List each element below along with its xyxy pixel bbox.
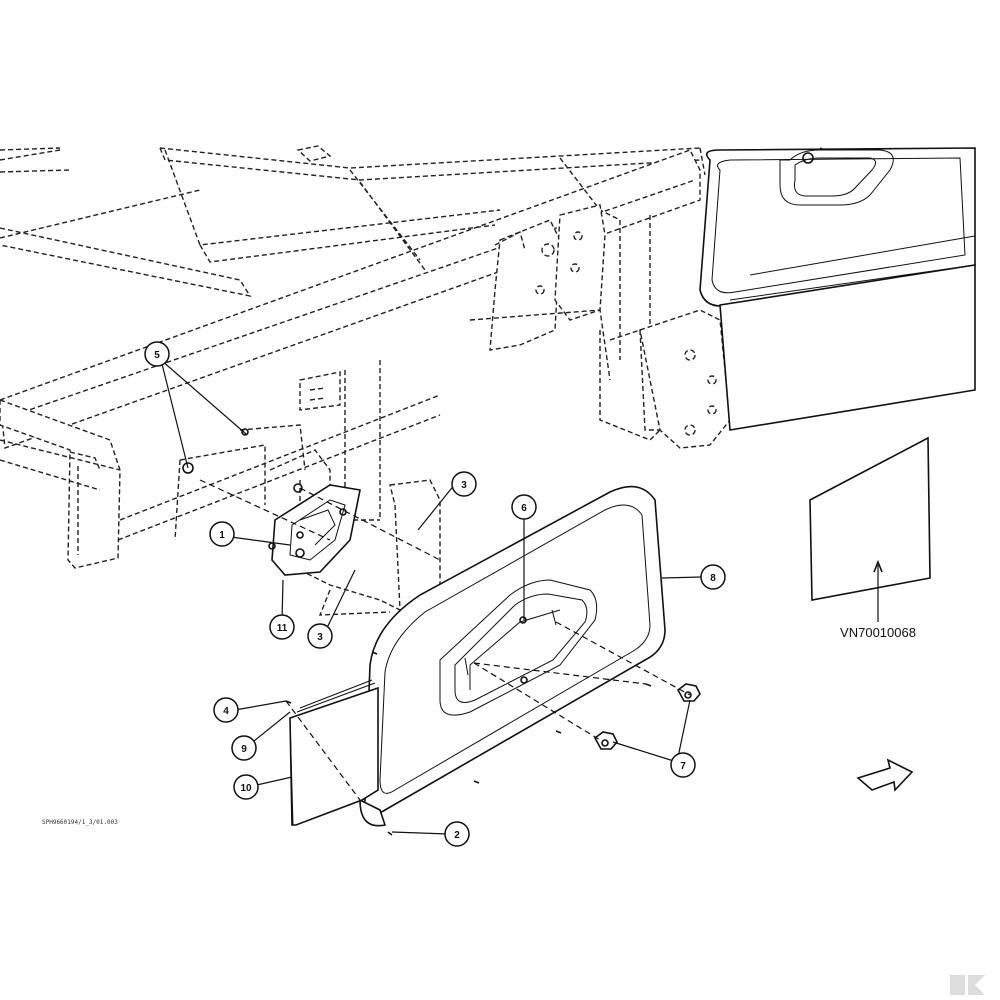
leader-lines: [160, 359, 703, 835]
callout-3b-label: 3: [317, 632, 323, 643]
callout-1: 1: [209, 521, 235, 547]
callout-3b: 3: [307, 623, 333, 649]
callout-9: 9: [231, 735, 257, 761]
callout-10-label: 10: [240, 783, 252, 794]
callout-6-label: 6: [521, 503, 527, 514]
callout-10: 10: [233, 774, 259, 800]
callout-8-label: 8: [710, 573, 716, 584]
drawing-code: SPH9660194/1_3/01.003: [42, 819, 118, 826]
decal-part-number: VN70010068: [840, 625, 916, 640]
callout-9-label: 9: [241, 744, 247, 755]
callout-7-label: 7: [680, 761, 686, 772]
callout-4: 4: [213, 697, 239, 723]
callout-11: 11: [269, 614, 295, 640]
logo-watermark: [950, 975, 985, 995]
callout-8: 8: [700, 564, 726, 590]
chassis-frame: [0, 145, 831, 616]
callout-11-label: 11: [277, 623, 288, 634]
callout-1-label: 1: [219, 530, 225, 541]
decal-sheet: [809, 436, 931, 622]
callout-7: 7: [670, 752, 696, 778]
right-mudguard: [699, 147, 976, 431]
callout-5-label: 5: [154, 350, 160, 361]
callout-5: 5: [144, 341, 170, 367]
callout-2: 2: [444, 821, 470, 847]
rubber-flap: [289, 679, 379, 826]
callout-4-label: 4: [223, 706, 229, 717]
callout-3a-label: 3: [461, 480, 467, 491]
callout-2-label: 2: [454, 830, 460, 841]
mudguard-panel: [359, 485, 666, 827]
fasteners: [285, 651, 701, 836]
callout-6: 6: [511, 494, 537, 520]
direction-arrow: [856, 758, 914, 792]
mounting-bracket: [182, 428, 361, 576]
callout-3a: 3: [451, 471, 477, 497]
